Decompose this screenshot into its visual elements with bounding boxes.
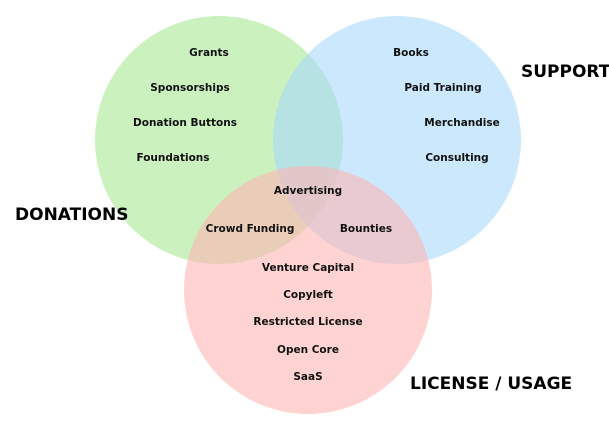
- donations-item: Grants: [189, 47, 229, 59]
- license-circle: [184, 166, 432, 414]
- support-set-label: SUPPORT: [521, 62, 609, 82]
- donations-item: Sponsorships: [150, 82, 230, 94]
- license-item: Venture Capital: [262, 262, 354, 274]
- license-item: Open Core: [277, 344, 339, 356]
- license-item: Copyleft: [283, 289, 333, 301]
- support-license-item: Bounties: [340, 223, 392, 235]
- support-item: Consulting: [425, 152, 488, 164]
- support-item: Merchandise: [424, 117, 500, 129]
- support-item: Books: [393, 47, 429, 59]
- all-three-item: Advertising: [274, 185, 342, 197]
- donations-license-item: Crowd Funding: [206, 223, 295, 235]
- donations-item: Donation Buttons: [133, 117, 237, 129]
- donations-set-label: DONATIONS: [15, 205, 128, 225]
- license-set-label: LICENSE / USAGE: [410, 374, 572, 394]
- donations-item: Foundations: [136, 152, 209, 164]
- license-item: Restricted License: [253, 316, 362, 328]
- support-item: Paid Training: [404, 82, 481, 94]
- license-item: SaaS: [293, 371, 322, 383]
